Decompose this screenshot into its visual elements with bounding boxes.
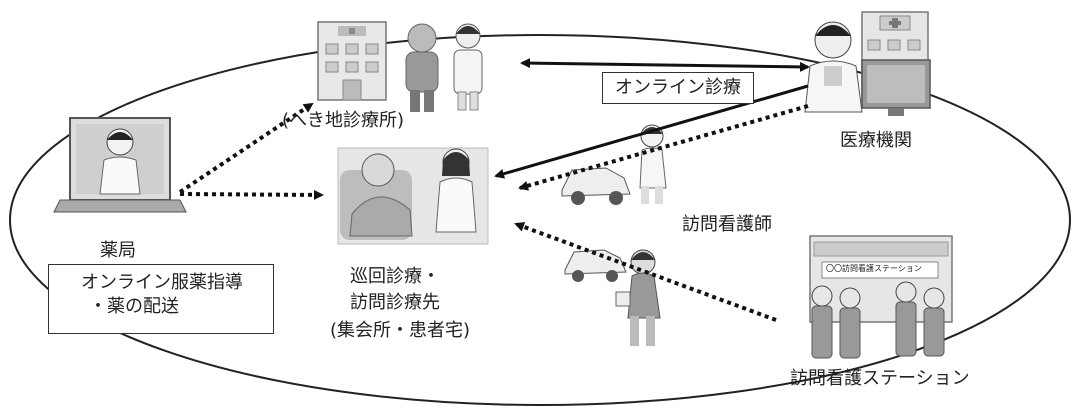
pharmacist-icon xyxy=(99,128,141,195)
rounds-destination-line1: 巡回診療・ xyxy=(350,266,440,287)
online-consultation-text: オンライン診療 xyxy=(615,77,741,98)
online-medication-guidance-box: オンライン服薬指導 ・薬の配送 xyxy=(48,264,274,334)
medical-institution-label: 医療機関 xyxy=(840,130,912,151)
arrow-pharmacy-clinic xyxy=(178,102,314,194)
online-consultation-box: オンライン診療 xyxy=(602,72,754,104)
arrow-hospital-rounds xyxy=(494,84,809,179)
arrow-pharmacy-rounds xyxy=(179,189,324,200)
pharmacy-label: 薬局 xyxy=(100,240,136,261)
clinic-label: (へき地診療所) xyxy=(282,110,405,131)
arrow-station-rounds xyxy=(514,222,777,322)
station-sign-label: 〇〇訪問看護ステーション xyxy=(826,264,922,273)
service-area-ellipse xyxy=(9,34,1071,406)
monitor-icon xyxy=(861,59,931,116)
visiting-nurse-car-icon xyxy=(561,167,631,205)
station-staff-icon xyxy=(811,281,945,359)
hospital-doctor-icon xyxy=(804,21,863,113)
visiting-nurse-lower-icon xyxy=(615,249,661,346)
clinic-nurse-icon xyxy=(453,23,483,111)
visiting-nurse-label: 訪問看護師 xyxy=(682,214,772,235)
arrow-hospital-nurse xyxy=(518,104,809,191)
rounds-destination-line3: (集会所・患者宅) xyxy=(330,320,471,341)
nurse-station-label: 訪問看護ステーション xyxy=(790,368,970,389)
visiting-nurse-car-lower-icon xyxy=(564,249,627,282)
medication-guidance-line2: ・薬の配送 xyxy=(89,296,179,317)
rounds-scene-icon xyxy=(337,147,489,245)
rounds-destination-line2: 訪問診療先 xyxy=(350,292,440,313)
medication-guidance-line1: オンライン服薬指導 xyxy=(81,272,243,293)
elderly-patient-icon xyxy=(405,23,439,112)
visiting-nurse-upper-icon xyxy=(639,124,667,204)
clinic-building-icon xyxy=(317,21,387,101)
arrow-hospital-clinic xyxy=(520,58,810,72)
